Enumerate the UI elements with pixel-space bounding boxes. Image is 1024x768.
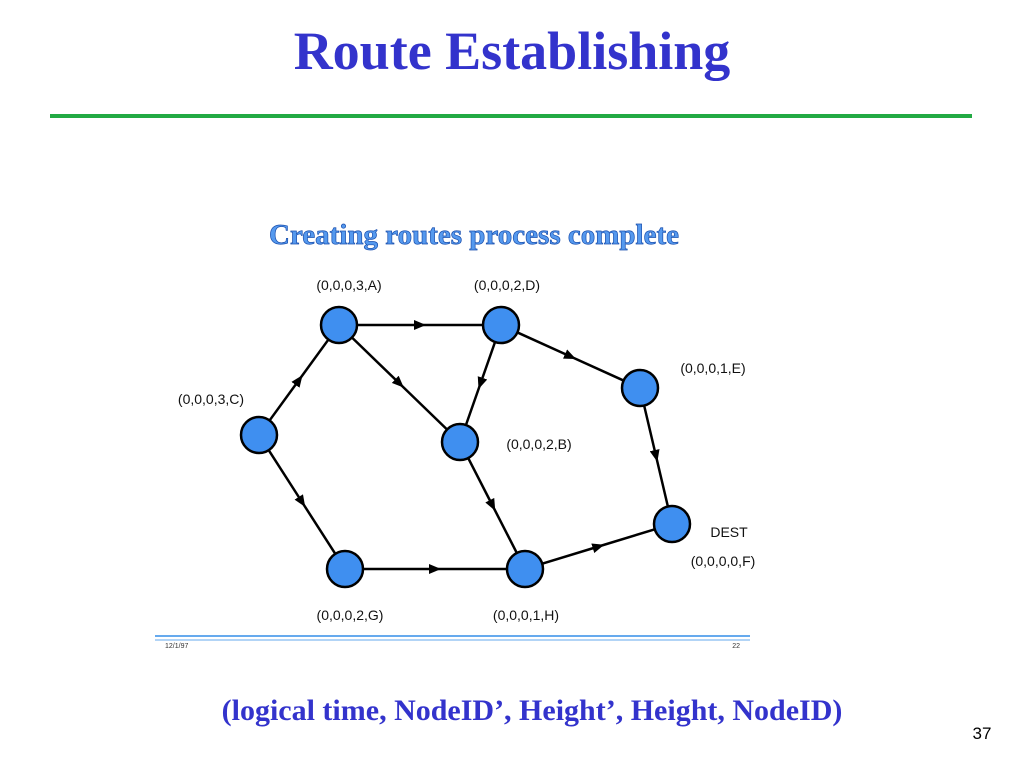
node-label-b: (0,0,0,2,B) xyxy=(506,436,571,452)
dest-tag: DEST xyxy=(710,524,748,540)
edge-d-e xyxy=(516,331,625,382)
node-g xyxy=(325,549,365,589)
nodes-layer xyxy=(239,305,692,589)
edges-layer xyxy=(267,320,670,574)
title-divider xyxy=(50,114,972,118)
figure-subtitle: Creating routes process complete xyxy=(269,219,679,251)
node-label-e: (0,0,0,1,E) xyxy=(680,360,745,376)
node-label-c: (0,0,0,3,C) xyxy=(178,391,244,407)
node-label-a: (0,0,0,3,A) xyxy=(316,277,381,293)
node-label-g: (0,0,0,2,G) xyxy=(317,607,384,623)
edge-c-a xyxy=(268,338,330,422)
edge-b-h xyxy=(467,457,518,554)
edge-d-b xyxy=(464,341,497,426)
node-label-h: (0,0,0,1,H) xyxy=(493,607,559,623)
node-label-f: (0,0,0,0,F) xyxy=(691,553,756,569)
caption-tuple-format: (logical time, NodeID’, Height’, Height,… xyxy=(221,694,843,727)
node-f xyxy=(652,504,692,544)
edge-e-f xyxy=(642,405,670,507)
edge-c-g xyxy=(267,449,337,555)
figure-footer-page: 22 xyxy=(732,643,740,650)
node-b xyxy=(440,422,480,462)
node-label-d: (0,0,0,2,D) xyxy=(474,277,540,293)
edge-h-f xyxy=(541,528,656,565)
node-h xyxy=(505,549,545,589)
node-e xyxy=(620,368,660,408)
figure-footer-date: 12/1/97 xyxy=(165,643,188,650)
node-a xyxy=(319,305,359,345)
page-number: 37 xyxy=(972,724,992,743)
node-c xyxy=(239,415,279,455)
edge-a-b xyxy=(351,336,448,431)
node-d xyxy=(481,305,521,345)
slide-title: Route Establishing xyxy=(293,21,731,81)
